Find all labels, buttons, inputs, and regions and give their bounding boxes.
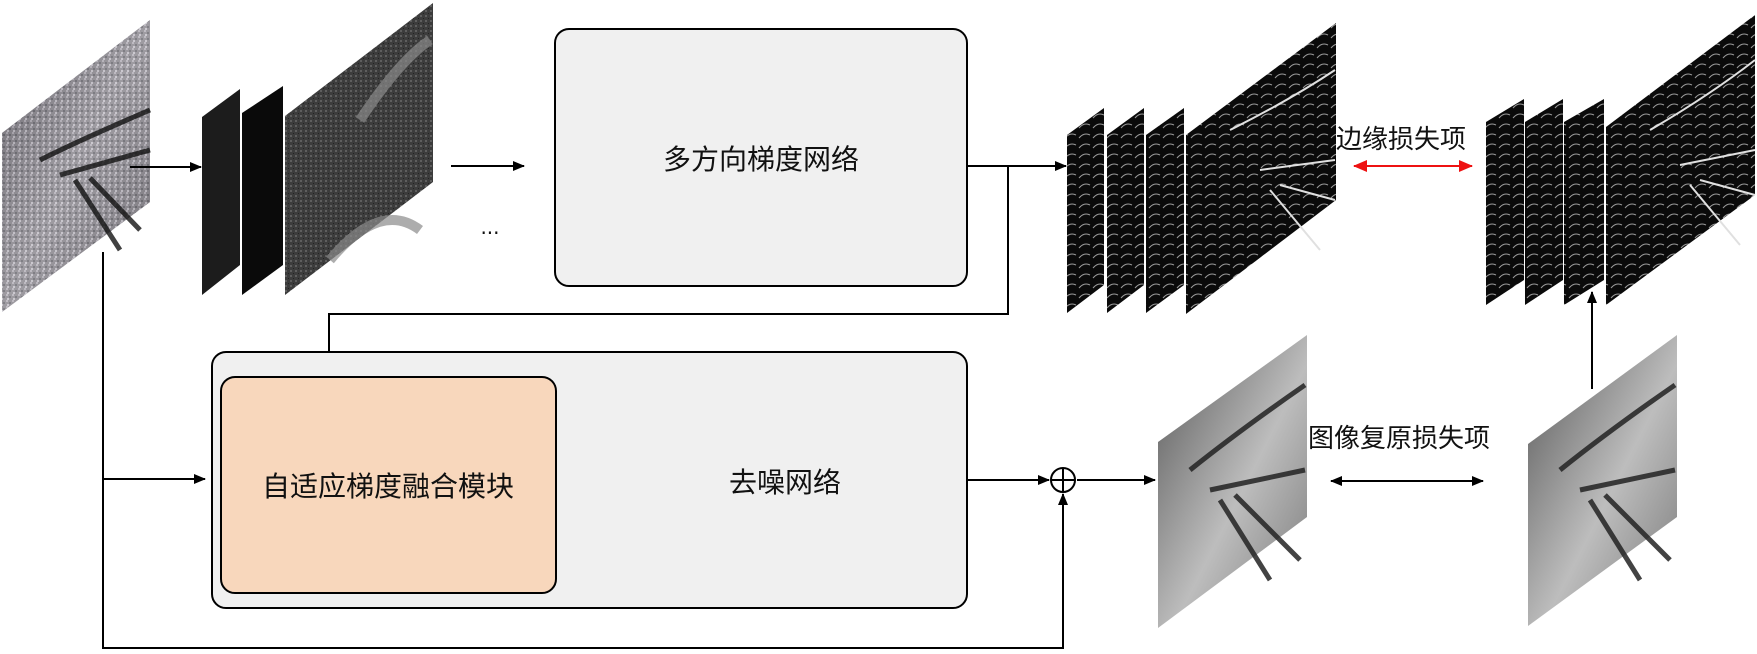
arrow-gradient-feedback-to-fusion	[324, 166, 1009, 377]
ground-truth-image	[1528, 335, 1677, 626]
adaptive-fusion-module-box[interactable]	[220, 376, 557, 594]
edge-map-slice	[1486, 99, 1524, 305]
gradient-network-box[interactable]	[554, 28, 968, 287]
ellipsis-text: ···	[480, 221, 499, 245]
feature-map-slice	[285, 3, 433, 295]
arrow-residual-skip	[102, 252, 1068, 649]
edge-map-slice	[1107, 108, 1144, 313]
input-image	[2, 20, 151, 312]
edge-map-slice	[1564, 99, 1604, 305]
add-operator-icon	[1050, 467, 1076, 493]
edge-map-slice	[1146, 108, 1184, 313]
gradient-network-label: 多方向梯度网络	[663, 143, 859, 176]
predicted-edge-maps	[1067, 23, 1336, 314]
edge-map-slice	[1186, 23, 1336, 314]
edge-map-slice	[1067, 108, 1104, 313]
restoration-loss-label: 图像复原损失项	[1308, 424, 1490, 454]
edge-map-slice	[1606, 15, 1755, 305]
feature-maps	[202, 3, 433, 295]
restored-image	[1158, 335, 1307, 628]
edge-loss-label: 边缘损失项	[1336, 125, 1466, 155]
ground-truth-edge-maps	[1486, 15, 1756, 305]
edge-map-slice	[1525, 99, 1563, 305]
feature-map-slice	[242, 86, 283, 295]
denoise-network-label: 去噪网络	[729, 466, 841, 499]
feature-map-slice	[202, 89, 240, 295]
adaptive-fusion-module-label: 自适应梯度融合模块	[262, 470, 514, 503]
